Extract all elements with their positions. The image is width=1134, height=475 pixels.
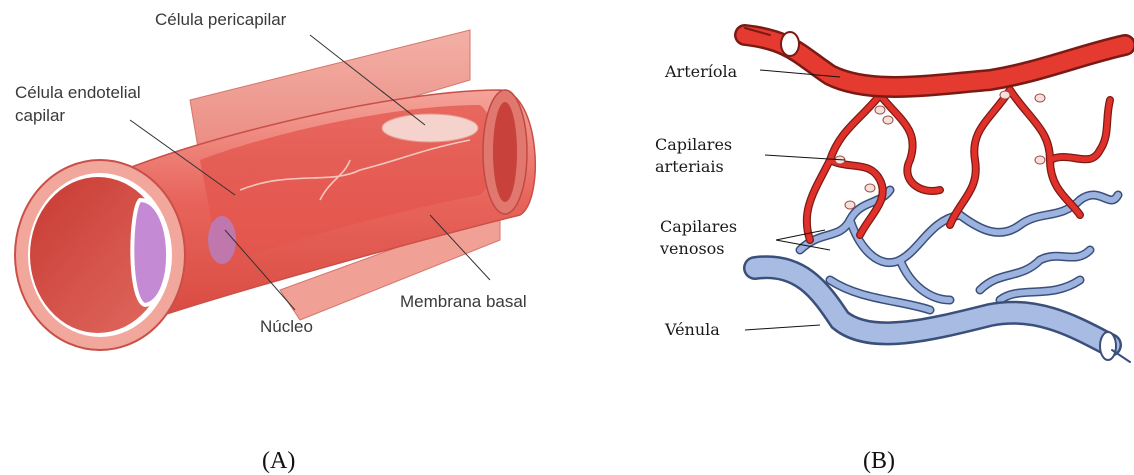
arteriole-opening bbox=[781, 32, 799, 56]
leader-venula bbox=[745, 325, 820, 330]
label-celula-pericapilar: Célula pericapilar bbox=[155, 10, 287, 29]
label-capilares-arteriais-2: arteriais bbox=[655, 157, 724, 176]
label-capilares-arteriais-1: Capilares bbox=[655, 135, 732, 154]
label-venula: Vénula bbox=[664, 320, 720, 339]
label-nucleo: Núcleo bbox=[260, 317, 313, 336]
label-capilares-venosos-2: venosos bbox=[659, 239, 725, 258]
caption-a: (A) bbox=[262, 448, 295, 474]
label-arteriola: Arteríola bbox=[664, 62, 738, 81]
label-capilares-venosos-1: Capilares bbox=[660, 217, 737, 236]
venule-opening bbox=[1100, 332, 1116, 360]
label-capilar: capilar bbox=[15, 106, 65, 125]
venule bbox=[755, 267, 1110, 345]
caption-b: (B) bbox=[863, 448, 895, 474]
label-membrana-basal: Membrana basal bbox=[400, 292, 527, 311]
label-celula-endotelial: Célula endotelial bbox=[15, 83, 141, 102]
pericapillary-cell bbox=[382, 114, 478, 142]
capillary-network-illustration bbox=[745, 28, 1130, 362]
nucleus-side bbox=[208, 216, 236, 264]
tube-right-lumen bbox=[493, 102, 517, 202]
